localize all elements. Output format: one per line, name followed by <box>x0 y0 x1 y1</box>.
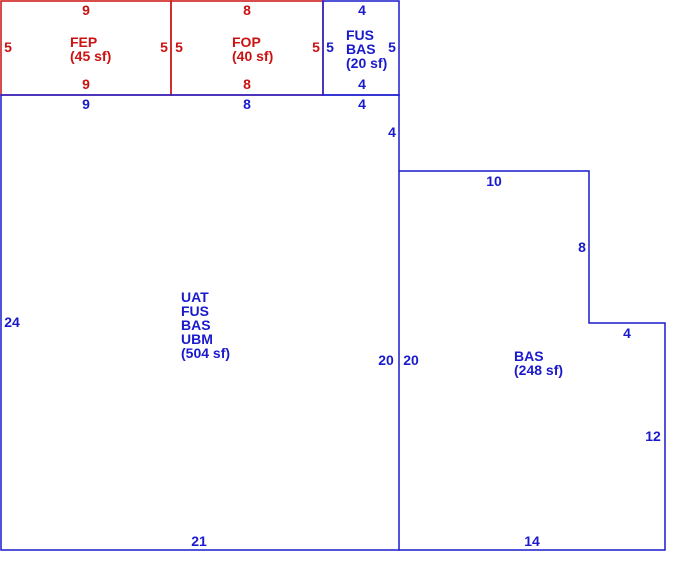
dim-fus-bottom: 4 <box>358 76 366 92</box>
area-label-fus-bas: FUS BAS (20 sf) <box>346 27 387 71</box>
area-bas-line-0: BAS <box>514 348 544 364</box>
dim-bas-left: 20 <box>403 352 419 368</box>
dim-fop-top: 8 <box>243 2 251 18</box>
dim-bas-top: 10 <box>486 173 502 189</box>
area-bas-line-1: (248 sf) <box>514 362 563 378</box>
dim-main-top-b: 8 <box>243 96 251 112</box>
area-label-bas: BAS (248 sf) <box>514 348 563 378</box>
area-main-line-4: (504 sf) <box>181 345 230 361</box>
dim-fep-right: 5 <box>160 39 168 55</box>
dim-fus-left: 5 <box>326 39 334 55</box>
dim-fep-bottom: 9 <box>82 76 90 92</box>
area-fus-line-1: BAS <box>346 41 376 57</box>
dim-fep-top: 9 <box>82 2 90 18</box>
area-label-main: UAT FUS BAS UBM (504 sf) <box>181 289 230 361</box>
area-main-line-1: FUS <box>181 303 209 319</box>
dim-bas-right: 12 <box>645 428 661 444</box>
dim-main-left: 24 <box>4 314 20 330</box>
area-fop-line-1: (40 sf) <box>232 48 273 64</box>
dim-bas-bottom: 14 <box>524 533 540 549</box>
dim-fep-left: 5 <box>4 39 12 55</box>
area-main-line-3: UBM <box>181 331 213 347</box>
area-fus-line-2: (20 sf) <box>346 55 387 71</box>
dim-main-right-upper: 4 <box>388 124 396 140</box>
dim-fop-left: 5 <box>175 39 183 55</box>
area-fop-line-0: FOP <box>232 34 261 50</box>
dim-main-bottom: 21 <box>191 533 207 549</box>
dim-fus-top: 4 <box>358 2 366 18</box>
dim-main-top-a: 9 <box>82 96 90 112</box>
dim-main-top-c: 4 <box>358 96 366 112</box>
area-main-line-2: BAS <box>181 317 211 333</box>
bas-outline <box>399 170 666 551</box>
dim-fus-right: 5 <box>388 39 396 55</box>
area-main-line-0: UAT <box>181 289 209 305</box>
dim-bas-step-horizontal: 4 <box>623 325 631 341</box>
dim-fop-bottom: 8 <box>243 76 251 92</box>
dim-bas-step-vertical: 8 <box>578 239 586 255</box>
area-fus-line-0: FUS <box>346 27 374 43</box>
dim-fop-right: 5 <box>312 39 320 55</box>
main-outline <box>0 94 400 551</box>
dim-main-right: 20 <box>378 352 394 368</box>
area-label-fop: FOP (40 sf) <box>232 34 273 64</box>
area-fep-line-1: (45 sf) <box>70 48 111 64</box>
area-label-fep: FEP (45 sf) <box>70 34 111 64</box>
area-fep-line-0: FEP <box>70 34 97 50</box>
